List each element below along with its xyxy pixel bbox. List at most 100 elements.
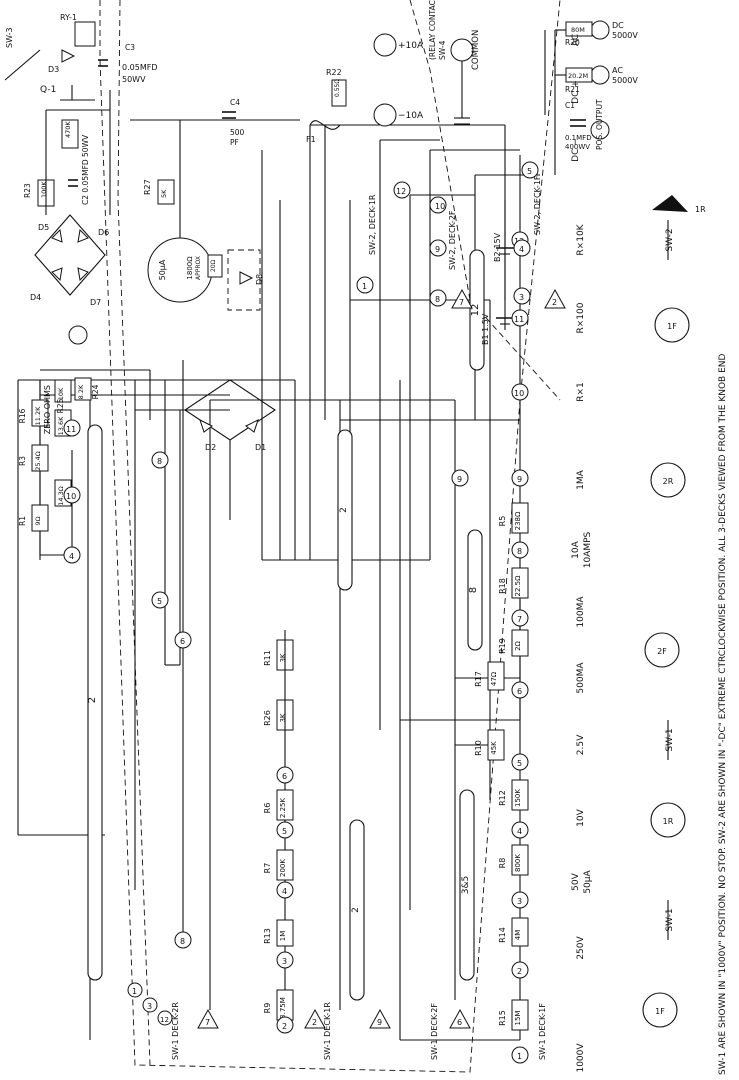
svg-text:5: 5 <box>282 827 287 836</box>
svg-text:5: 5 <box>527 167 532 176</box>
diode-d3 <box>61 49 76 63</box>
deck1r-chain: 3.75M 1M 200K 2.25K 3K 3K R9 R13 R7 R6 R… <box>263 630 294 1025</box>
resistor-r25 <box>54 379 72 403</box>
resistor-r13 <box>276 919 294 947</box>
svg-text:80M: 80M <box>571 26 585 34</box>
svg-text:R24: R24 <box>91 384 100 399</box>
svg-text:47Ω: 47Ω <box>490 671 498 686</box>
wafer-upper <box>337 429 353 591</box>
svg-text:+10A: +10A <box>398 41 424 51</box>
resistor-r14 <box>511 917 529 947</box>
svg-text:470K: 470K <box>64 121 72 138</box>
svg-text:R22: R22 <box>326 68 342 77</box>
svg-text:SW-3: SW-3 <box>5 27 14 48</box>
terminal-common <box>450 38 474 62</box>
resistor-r20 <box>565 21 593 37</box>
svg-text:2: 2 <box>282 1022 287 1031</box>
svg-text:7: 7 <box>205 1018 210 1027</box>
svg-text:−10A: −10A <box>398 111 424 121</box>
sw1-deck1f-wafer: 1F <box>642 992 678 1028</box>
deck-outlines <box>99 0 561 1073</box>
wafer-2-mid <box>349 819 365 1001</box>
svg-text:0.55Ω: 0.55Ω <box>334 79 341 97</box>
svg-text:R26: R26 <box>263 710 272 726</box>
svg-text:1: 1 <box>517 1052 522 1061</box>
range-50v: 50V <box>571 872 581 890</box>
terminal-ac5000 <box>590 65 610 85</box>
range-250v: 250V <box>576 935 586 959</box>
svg-text:R5: R5 <box>498 516 507 527</box>
svg-text:RY-1: RY-1 <box>60 13 77 22</box>
sw2-deck1f-wafer: 1F <box>654 307 690 343</box>
svg-text:2Ω: 2Ω <box>514 640 522 650</box>
sw1-deck1r-wafer: 1R <box>650 802 686 838</box>
svg-text:3K: 3K <box>279 653 287 662</box>
svg-text:APPROX: APPROX <box>195 256 202 280</box>
output-section: C4 500 PF R22 0.55Ω +10A −10A F1 COMMON … <box>222 0 638 175</box>
b1-label: B1 1.5V <box>481 313 490 345</box>
svg-text:D4: D4 <box>30 293 41 302</box>
c3-label: 0.05MFD <box>122 63 157 72</box>
deck-label-sw1-deck2r: SW-1 DECK-2R <box>171 1002 180 1060</box>
svg-text:R12: R12 <box>498 790 507 806</box>
svg-text:6: 6 <box>517 687 522 696</box>
svg-text:1F: 1F <box>655 1007 665 1016</box>
svg-text:R19: R19 <box>498 638 507 654</box>
svg-text:2R: 2R <box>663 477 674 486</box>
svg-text:R7: R7 <box>263 863 272 874</box>
diode-d2 <box>199 419 213 433</box>
svg-text:22.5Ω: 22.5Ω <box>514 575 522 597</box>
svg-text:R11: R11 <box>263 650 272 666</box>
svg-text:3: 3 <box>519 293 524 302</box>
svg-text:3: 3 <box>147 1002 152 1011</box>
svg-text:9: 9 <box>377 1018 382 1027</box>
resistor-r16 <box>31 399 49 427</box>
q1-label: Q-1 <box>40 85 56 95</box>
svg-text:9: 9 <box>457 475 462 484</box>
deck-label-sw2-deck1f: SW-2, DECK-1F <box>533 175 542 235</box>
svg-text:R1: R1 <box>18 516 27 526</box>
meter-circuit: 50µA 1800Ω APPROX R27 5K 20Ω D8 <box>130 119 300 311</box>
resistor-r12 <box>511 779 529 811</box>
svg-text:11: 11 <box>514 315 524 324</box>
svg-text:D3: D3 <box>48 65 59 74</box>
svg-text:(RELAY CONTACTS): (RELAY CONTACTS) <box>428 0 437 60</box>
svg-text:5: 5 <box>157 597 162 606</box>
range-1ma: 1MA <box>576 469 586 489</box>
deck-label-sw1-deck1f: SW-1 DECK-1F <box>538 1003 547 1060</box>
range-rx10k: R×10K <box>576 223 586 255</box>
svg-text:6: 6 <box>282 772 287 781</box>
deck-wafers: 2 2 12 8 2 3&5 <box>87 249 485 1001</box>
range-ac: AC <box>571 34 581 46</box>
svg-text:1R: 1R <box>695 205 706 214</box>
range-2-5v: 2.5V <box>576 734 586 755</box>
svg-text:C1: C1 <box>565 101 575 110</box>
resistor-470k <box>61 119 79 149</box>
svg-text:4: 4 <box>69 552 74 561</box>
svg-text:20Ω: 20Ω <box>210 259 217 272</box>
svg-text:2: 2 <box>312 1018 317 1027</box>
svg-text:15M: 15M <box>514 1011 522 1026</box>
svg-text:COMMON: COMMON <box>471 30 481 70</box>
terminal-pos-output <box>590 120 610 140</box>
svg-text:20.2M: 20.2M <box>568 72 588 80</box>
range-10a: 10A <box>571 540 581 558</box>
ac5000-label: AC <box>612 66 623 75</box>
svg-text:R25: R25 <box>56 398 65 413</box>
svg-text:D2: D2 <box>205 443 216 452</box>
svg-text:R13: R13 <box>263 928 272 944</box>
svg-text:10: 10 <box>66 492 76 501</box>
svg-text:0.1MFD: 0.1MFD <box>565 134 592 142</box>
svg-text:2: 2 <box>339 507 349 513</box>
svg-text:2: 2 <box>552 298 557 307</box>
svg-text:7: 7 <box>517 615 522 624</box>
diode-d8 <box>239 271 254 285</box>
svg-text:8.2K: 8.2K <box>77 384 85 399</box>
svg-text:6: 6 <box>180 637 185 646</box>
sw1-label-bottom: SW-1 <box>665 908 675 931</box>
terminal-plus10a <box>373 33 397 57</box>
deck-label-sw2-deck2f: SW-2, DECK-2F <box>448 210 457 270</box>
wafer-3-5 <box>459 789 475 981</box>
range-100ma: 100MA <box>576 596 586 628</box>
